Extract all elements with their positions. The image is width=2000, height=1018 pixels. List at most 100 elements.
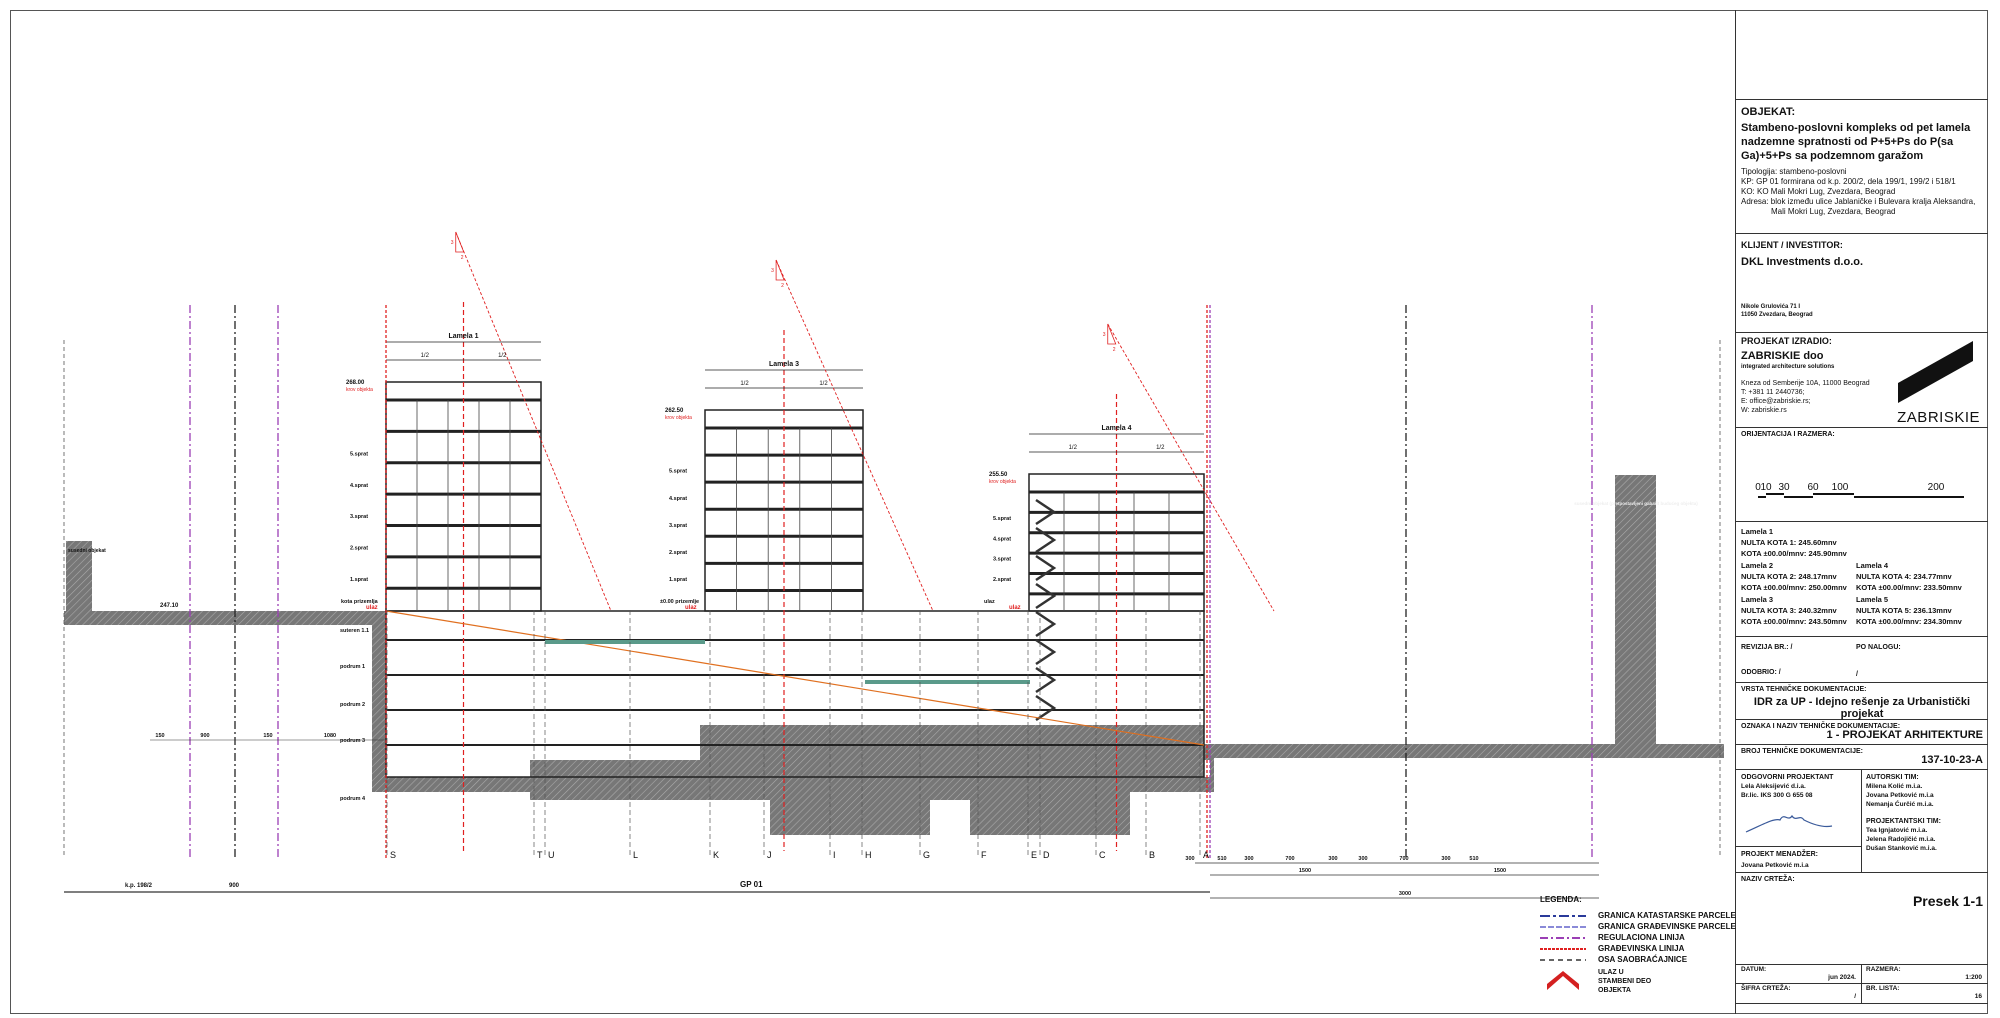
slope-line xyxy=(455,231,612,612)
lamela-nulta: NULTA KOTA 1: 245.60mnv xyxy=(1741,538,1837,547)
basement-level-label: podrum 1 xyxy=(340,664,365,670)
scale-seg xyxy=(1813,493,1854,495)
level-label: 2.sprat xyxy=(669,550,687,556)
lamela-nulta: NULTA KOTA 2: 248.17mnv xyxy=(1741,572,1837,581)
ground-level-label: kota prizemlja xyxy=(341,599,379,605)
right-chain-dimension: 300 xyxy=(1244,856,1253,862)
signature-icon xyxy=(1745,814,1833,833)
right-total-dimension: 3000 xyxy=(1399,891,1411,897)
scale-tick-label: 100 xyxy=(1832,482,1849,493)
right-chain-dimension: 510 xyxy=(1469,856,1478,862)
projektantski-member: Jelena Radojičić m.i.a. xyxy=(1866,836,1936,843)
klijent-addr-1: Nikole Grulovića 71 I xyxy=(1741,304,1801,310)
scale-seg xyxy=(1758,496,1766,498)
left-dimension: 150 xyxy=(263,733,272,739)
grid-axis-label: K xyxy=(713,850,719,860)
tipologija: Tipologija: stambeno-poslovni xyxy=(1741,167,1847,176)
oznaka-label: OZNAKA I NAZIV TEHNIČKE DOKUMENTACIJE: xyxy=(1741,723,1901,730)
legend-item-label: GRAĐEVINSKA LINIJA xyxy=(1598,944,1685,953)
lamela-kota: KOTA ±00.00/mnv: 243.50mnv xyxy=(1741,617,1847,626)
half-dimension: 1/2 xyxy=(819,381,828,387)
slope-ratio-vertical: 3 xyxy=(451,240,454,246)
roof-elevation: 255.50 xyxy=(989,472,1008,478)
roof-tag: krov objekta xyxy=(989,479,1016,485)
row-divider xyxy=(1861,984,1862,1003)
orijentacija-label: ORIJENTACIJA I RAZMERA: xyxy=(1741,431,1835,438)
basement-level-label: podrum 3 xyxy=(340,738,365,744)
legend-item-entry: ULAZ U STAMBENI DEO OBJEKTA xyxy=(1540,968,1736,994)
building-lamela-2 xyxy=(704,259,934,851)
right-chain-dimension: 300 xyxy=(1185,856,1194,862)
level-label: 4.sprat xyxy=(993,536,1011,542)
legend-line-swatch xyxy=(1540,958,1586,961)
grid-axis-label: E xyxy=(1031,850,1037,860)
datum-label: DATUM: xyxy=(1741,966,1767,973)
grid-axis-label: C xyxy=(1099,850,1106,860)
scale-tick-label: 200 xyxy=(1928,482,1945,493)
odgovorni-name: Lela Aleksijević d.i.a. xyxy=(1741,783,1806,790)
right-half-dimension: 1500 xyxy=(1299,868,1311,874)
neighbor-building-right xyxy=(1615,475,1656,749)
right-chain-dimension: 300 xyxy=(1328,856,1337,862)
grid-axis-label: J xyxy=(767,850,772,860)
left-dimension: 900 xyxy=(200,733,209,739)
slope-triangle-icon xyxy=(775,259,785,281)
half-dimension: 1/2 xyxy=(740,381,749,387)
half-dimension: 1/2 xyxy=(1069,445,1078,451)
level-label: 5.sprat xyxy=(993,516,1011,522)
roof-tag: krov objekta xyxy=(346,387,373,393)
drawing-name-section: NAZIV CRTEŽA: Presek 1-1 xyxy=(1736,873,1988,965)
legend-line-swatch xyxy=(1540,936,1586,939)
stair-flight xyxy=(1035,554,1057,582)
odgovorni-license: Br.lic. IKS 300 G 655 08 xyxy=(1741,792,1813,799)
legend-item-label: REGULACIONA LINIJA xyxy=(1598,933,1685,942)
firm-address: Kneza od Semberije 10A, 11000 Beograd xyxy=(1741,380,1870,387)
naziv-label: NAZIV CRTEŽA: xyxy=(1741,876,1795,883)
right-chain-dimension: 510 xyxy=(1217,856,1226,862)
zabriskie-logo-icon xyxy=(1898,341,1973,403)
slope-ratio-vertical: 3 xyxy=(1103,332,1106,338)
roof-elevation: 262.50 xyxy=(665,408,684,414)
projektantski-member: Dušan Stanković m.i.a. xyxy=(1866,845,1937,852)
slope-line xyxy=(775,259,934,612)
firm-phone: T: +381 11 2440736; xyxy=(1741,389,1805,396)
grid-axis-label: U xyxy=(548,850,555,860)
level-label: 4.sprat xyxy=(350,483,368,489)
entry-label: ulaz xyxy=(366,605,378,611)
objekat-label: OBJEKAT: xyxy=(1741,106,1796,118)
datum-value: jun 2024. xyxy=(1828,974,1856,981)
title-block: OBJEKAT: Stambeno-poslovni kompleks od p… xyxy=(1735,10,1988,1014)
firm-name: ZABRISKIE doo xyxy=(1741,350,1824,362)
broj-value: 137-10-23-A xyxy=(1921,754,1983,766)
team-divider xyxy=(1861,770,1862,872)
autorski-label: AUTORSKI TIM: xyxy=(1866,774,1919,781)
legend-item: OSA SAOBRAĆAJNICE xyxy=(1540,954,1736,965)
grid-axis-label: I xyxy=(833,850,836,860)
manager-divider xyxy=(1736,846,1861,847)
terrain-right xyxy=(1204,744,1724,758)
right-chain-dimension: 300 xyxy=(1358,856,1367,862)
klijent-label: KLIJENT / INVESTITOR: xyxy=(1741,240,1843,250)
ground-level-label: ±0.00 prizemlje xyxy=(660,599,699,605)
half-dimension: 1/2 xyxy=(498,353,507,359)
scale-seg xyxy=(1854,496,1964,498)
razmera-label: RAZMERA: xyxy=(1866,966,1901,973)
terrain-left xyxy=(64,611,386,625)
klijent-name: DKL Investments d.o.o. xyxy=(1741,256,1864,268)
entry-label: ulaz xyxy=(1009,605,1021,611)
level-label: 3.sprat xyxy=(993,557,1011,563)
right-chain-dimension: 700 xyxy=(1285,856,1294,862)
scale-seg xyxy=(1766,493,1784,495)
neighbor-building-left xyxy=(66,541,92,611)
terrain-elevation: 247.10 xyxy=(160,603,179,609)
revizija: REVIZIJA BR.: / xyxy=(1741,644,1793,651)
naziv-value: Presek 1-1 xyxy=(1912,893,1983,909)
autorski-member: Nemanja Ćurčić m.i.a. xyxy=(1866,801,1934,808)
